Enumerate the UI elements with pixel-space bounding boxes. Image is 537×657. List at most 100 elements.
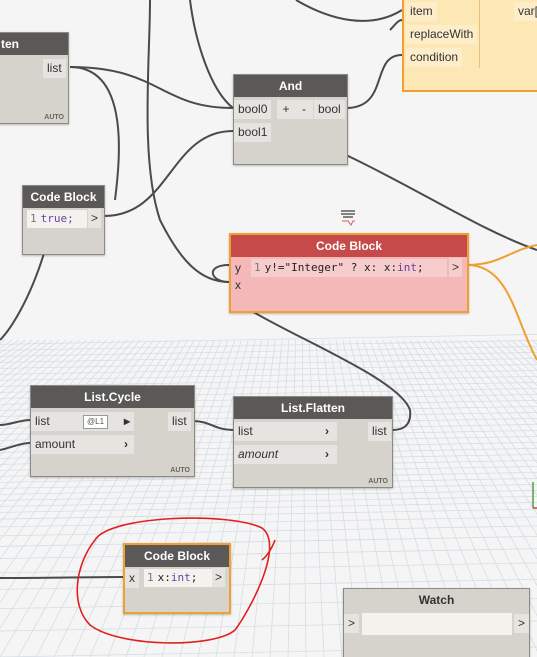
grid-line <box>470 339 537 415</box>
wire <box>0 442 31 451</box>
output-port-list[interactable]: list <box>168 412 191 431</box>
input-port[interactable]: > <box>344 614 360 633</box>
wire <box>0 419 31 426</box>
output-port[interactable]: > <box>88 209 102 228</box>
input-arrow: ▸ <box>124 414 131 428</box>
lacing-badge[interactable]: @L1 <box>83 415 109 429</box>
input-arrow: › <box>325 447 329 461</box>
grid-line <box>308 339 325 657</box>
grid-line <box>0 375 537 387</box>
code-type-keyword: int <box>397 261 417 274</box>
wire <box>146 0 230 283</box>
input-port-bool1[interactable]: bool1 <box>234 123 272 142</box>
grid-line <box>463 339 537 425</box>
grid-line <box>0 489 537 501</box>
output-port-list[interactable]: list <box>43 59 66 78</box>
wire <box>345 54 403 109</box>
wire <box>295 0 403 22</box>
grid-line <box>450 339 537 450</box>
wire-selected <box>466 264 537 361</box>
code-terminator: ; <box>190 571 198 584</box>
flatten-node-partial[interactable]: ten list AUTO <box>0 32 69 124</box>
grid-line <box>0 579 537 590</box>
input-arrow: › <box>124 437 128 451</box>
warning-tooltip-icon[interactable] <box>339 208 357 226</box>
grid-line <box>0 339 80 410</box>
annotation-circle <box>76 517 271 644</box>
grid-line <box>416 339 537 536</box>
wire <box>249 309 412 431</box>
grid-line <box>269 339 290 657</box>
grid-line <box>0 369 537 381</box>
list-cycle-node[interactable]: List.Cycle list @L1 ▸ amount › list AUTO <box>30 385 195 477</box>
output-port[interactable]: > <box>212 568 226 587</box>
code-text: x: <box>157 571 171 584</box>
grid-line <box>0 536 537 547</box>
node-title: Watch <box>344 589 529 611</box>
grid-line <box>287 339 296 657</box>
watch-value-area <box>362 613 512 635</box>
input-port-x[interactable]: x <box>125 569 139 588</box>
grid-line <box>0 333 537 345</box>
input-port-amount[interactable]: amount <box>31 435 134 454</box>
input-port-replace-with[interactable]: replaceWith <box>406 25 478 44</box>
grid-line <box>0 495 537 507</box>
grid-line <box>301 339 307 657</box>
code-terminator: ; <box>416 261 424 274</box>
line-number: 1 <box>30 212 37 225</box>
add-input-button[interactable]: + <box>277 100 295 119</box>
grid-line <box>315 339 343 657</box>
code-text: true; <box>40 212 74 225</box>
output-port[interactable]: > <box>449 258 463 277</box>
input-port-amount[interactable]: amount <box>234 445 337 464</box>
wire <box>389 19 403 31</box>
input-port-bool0[interactable]: bool0 <box>234 100 272 119</box>
output-port[interactable]: > <box>514 614 530 633</box>
grid-line <box>251 339 283 657</box>
grid-line <box>423 339 537 515</box>
output-port-var[interactable]: var[ <box>514 2 537 21</box>
input-port-list[interactable]: list <box>234 422 337 441</box>
wire-selected <box>466 244 537 266</box>
input-port-condition[interactable]: condition <box>406 48 463 67</box>
input-arrow: › <box>325 424 329 438</box>
wire <box>0 249 46 341</box>
grid-line <box>403 339 537 587</box>
line-number: 1 <box>147 571 154 584</box>
grid-line <box>484 339 537 395</box>
input-port-list[interactable]: list <box>31 412 134 431</box>
input-port-y[interactable]: y <box>231 259 245 278</box>
grid-line <box>0 339 74 402</box>
remove-input-button[interactable]: - <box>295 100 313 119</box>
output-port-bool[interactable]: bool <box>314 100 345 119</box>
output-port-list[interactable]: list <box>368 422 391 441</box>
input-port-x[interactable]: x <box>231 276 245 295</box>
grid-line <box>89 339 222 657</box>
grid-line <box>477 339 537 405</box>
watch-node[interactable]: Watch > > <box>343 588 530 657</box>
grid-line <box>396 339 537 617</box>
wire <box>0 576 124 579</box>
line-number: 1 <box>254 261 261 274</box>
node-title: And <box>234 75 347 97</box>
input-port-item[interactable]: item <box>406 2 437 21</box>
code-type-keyword: int <box>170 571 191 584</box>
axis-gizmo <box>532 482 537 509</box>
if-node[interactable]: item replaceWith condition var[ <box>402 0 537 92</box>
lacing-auto-label: AUTO <box>170 467 190 474</box>
node-title: ten <box>0 33 68 55</box>
wire <box>103 130 234 217</box>
and-node[interactable]: And bool0 + - bool bool1 <box>233 74 348 165</box>
wire <box>69 66 120 201</box>
node-title: List.Cycle <box>31 386 194 408</box>
grid-line <box>0 345 537 357</box>
list-flatten-node[interactable]: List.Flatten list › amount › list AUTO <box>233 396 393 488</box>
